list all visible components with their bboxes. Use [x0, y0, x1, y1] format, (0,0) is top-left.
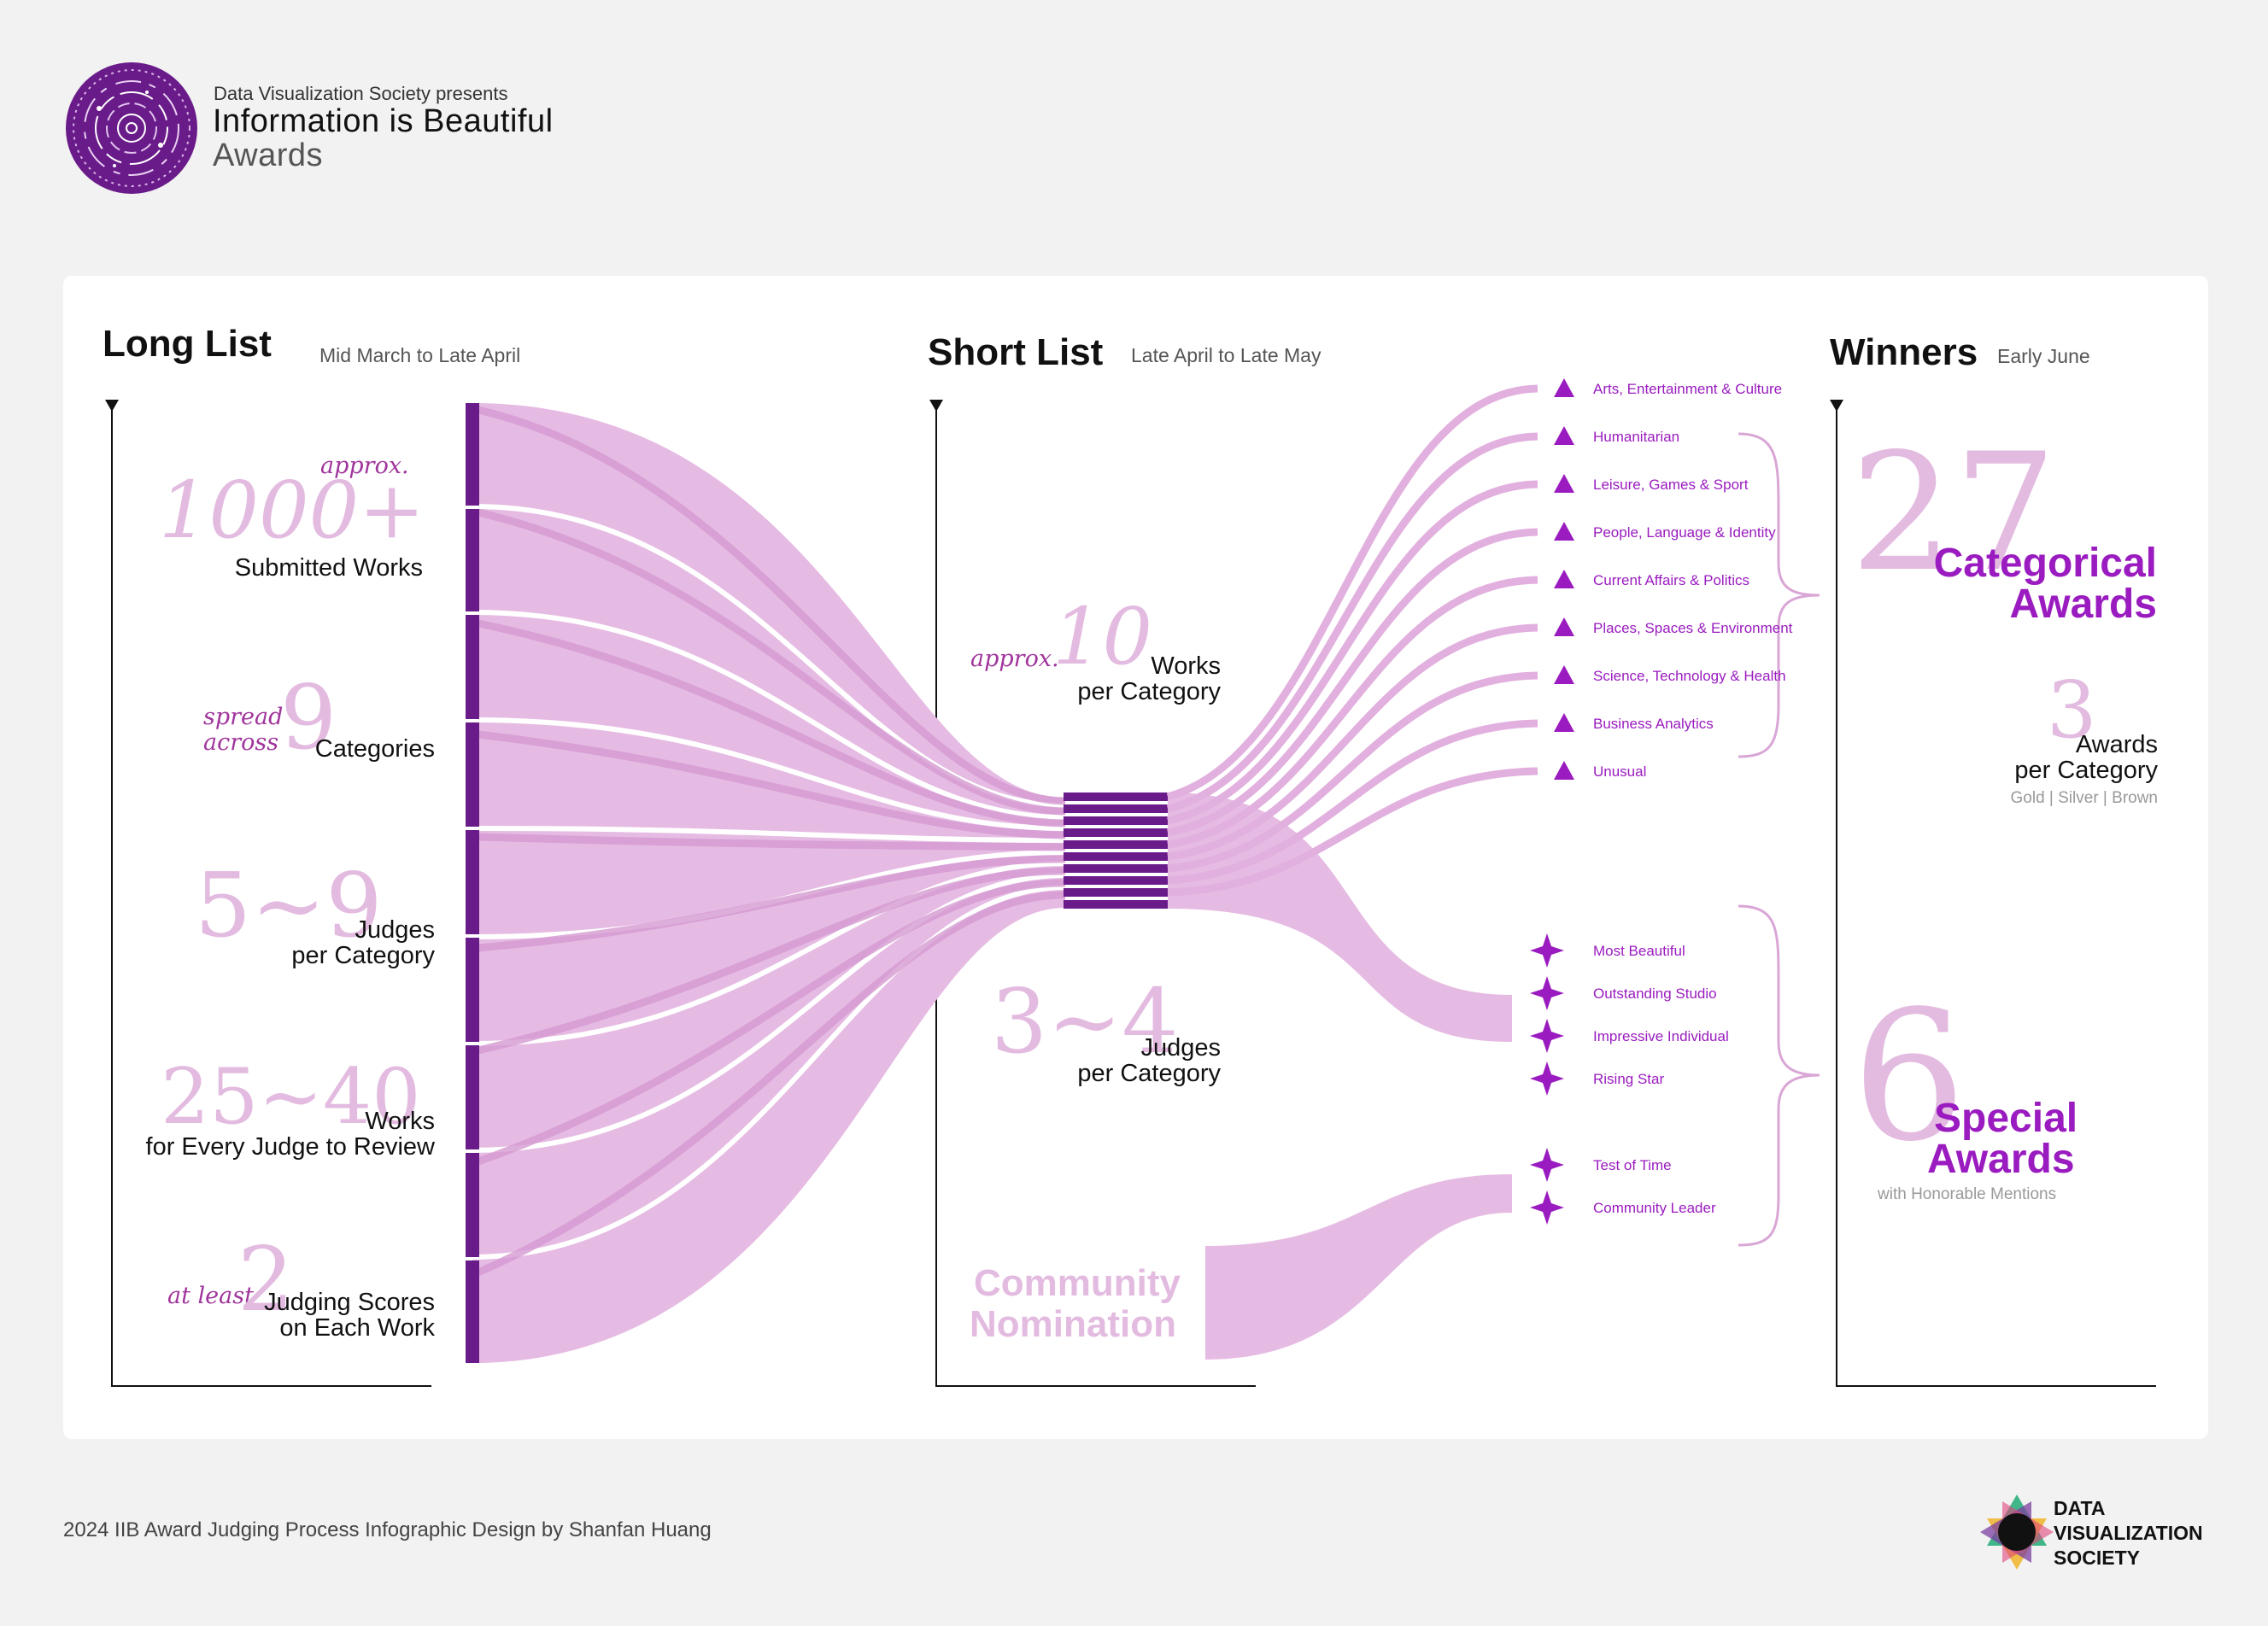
short-works-label-1: Works [1151, 652, 1221, 680]
short-list-title: Short List [928, 331, 1104, 373]
long-list-title: Long List [103, 323, 272, 365]
categorical-number: 27 [1850, 418, 2057, 607]
special-label-2: Awards [1927, 1137, 2075, 1182]
dvs-wordmark-2: VISUALIZATION [2054, 1522, 2203, 1544]
per-category-label-2: per Category [2014, 757, 2158, 784]
short-works-number: 10 [1052, 591, 1153, 682]
header-title: Information is Beautiful [213, 103, 554, 139]
special-award-label: Community Leader [1593, 1200, 1716, 1216]
scores-label-2: on Each Work [279, 1314, 435, 1342]
category-label: Places, Spaces & Environment [1593, 620, 1793, 636]
dvs-logo [1978, 1493, 2055, 1571]
submitted-number: 1000+ [159, 465, 425, 556]
special-award-label: Rising Star [1593, 1071, 1665, 1087]
category-label: Science, Technology & Health [1593, 668, 1786, 684]
winners-title: Winners [1830, 331, 1978, 373]
category-label: Current Affairs & Politics [1593, 572, 1749, 588]
winners-period: Early June [1997, 345, 2090, 367]
category-label: Business Analytics [1593, 716, 1714, 732]
category-label: Humanitarian [1593, 429, 1680, 445]
dvs-wordmark-3: SOCIETY [2054, 1547, 2140, 1569]
judges-label-1: Judges [355, 916, 435, 944]
special-award-label: Most Beautiful [1593, 943, 1685, 959]
category-label: Arts, Entertainment & Culture [1593, 381, 1783, 397]
header-presenter: Data Visualization Society presents [214, 83, 508, 104]
short-judges-label-1: Judges [1140, 1034, 1221, 1062]
per-category-number: 3 [2047, 664, 2097, 756]
judges-label-2: per Category [291, 942, 435, 969]
short-works-prefix: approx. [970, 646, 1059, 672]
special-label-1: Special [1934, 1096, 2078, 1141]
submitted-prefix: approx. [320, 453, 409, 479]
special-note: with Honorable Mentions [1878, 1185, 2057, 1203]
special-award-label: Test of Time [1593, 1157, 1672, 1173]
works-per-judge-number: 25~40 [161, 1052, 421, 1142]
scores-label-1: Judging Scores [264, 1289, 435, 1316]
dvs-wordmark-1: DATA [2054, 1497, 2106, 1519]
works-per-judge-label-1: Works [365, 1108, 435, 1135]
category-label: Leisure, Games & Sport [1593, 477, 1749, 493]
submitted-label: Submitted Works [234, 554, 423, 582]
header-subtitle: Awards [213, 137, 324, 173]
categories-label: Categories [314, 735, 435, 763]
short-works-label-2: per Category [1077, 678, 1221, 705]
categories-prefix-1: spread [203, 704, 284, 730]
footer-credit: 2024 IIB Award Judging Process Infograph… [63, 1518, 712, 1541]
community-nomination-1: Community [974, 1262, 1181, 1304]
category-label: People, Language & Identity [1593, 524, 1776, 541]
special-award-label: Impressive Individual [1593, 1028, 1729, 1044]
works-per-judge-label-2: for Every Judge to Review [145, 1133, 435, 1161]
short-list-period: Late April to Late May [1131, 344, 1322, 366]
categorical-label-2: Awards [2009, 582, 2157, 627]
categories-number: 9 [280, 665, 337, 769]
special-award-label: Outstanding Studio [1593, 986, 1717, 1002]
long-list-period: Mid March to Late April [319, 344, 521, 366]
per-category-note: Gold | Silver | Brown [2010, 789, 2158, 807]
categorical-label-1: Categorical [1933, 541, 2157, 586]
short-judges-number: 3~4 [991, 969, 1179, 1073]
categories-prefix-2: across [203, 729, 279, 756]
scores-number: 2 [237, 1227, 295, 1331]
category-label: Unusual [1593, 763, 1647, 780]
community-nomination-2: Nomination [970, 1303, 1176, 1345]
short-judges-label-2: per Category [1077, 1060, 1221, 1087]
special-number: 6 [1852, 972, 1966, 1181]
iib-logo [65, 61, 198, 195]
judges-number: 5~9 [195, 853, 383, 957]
per-category-label-1: Awards [2075, 731, 2158, 758]
scores-prefix: at least [167, 1283, 254, 1309]
